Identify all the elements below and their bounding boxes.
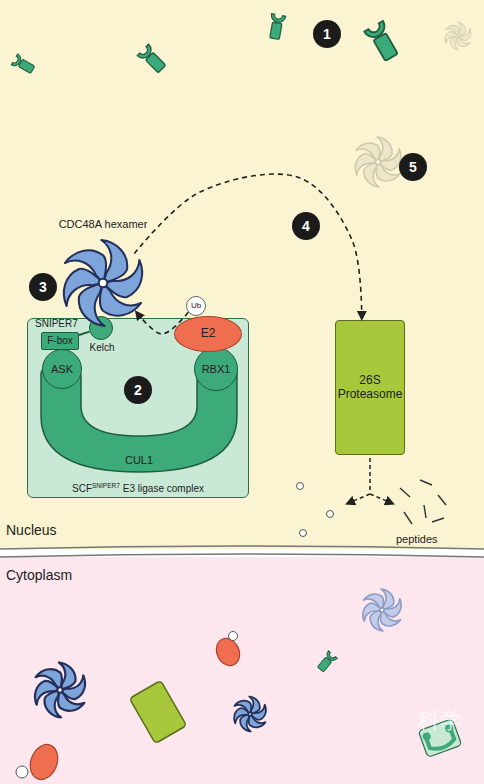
flow-arrow — [370, 494, 394, 504]
sniper-molecule — [267, 14, 285, 40]
nucleus-region: SNIPER7F-boxKelchASKRBX1CUL1E2SCFSNIPER7… — [0, 0, 484, 549]
cytoplasm-region: Cytoplasm — [0, 557, 484, 784]
domain-label: Kelch — [70, 342, 134, 354]
fbox-domain: SNIPER7F-box — [41, 332, 79, 350]
protein-name: CDC48A hexamer — [30, 218, 176, 231]
faded-hexamer — [358, 589, 406, 631]
proteasome-box: 26S Proteasome — [335, 320, 405, 455]
subunit-label: ASK — [43, 350, 81, 388]
hexamer — [230, 697, 270, 732]
callout-number: 3 — [29, 273, 57, 301]
hexamer — [28, 663, 91, 718]
ubiquitin-circle: Ub — [186, 296, 206, 316]
flow-arrow — [136, 311, 189, 334]
proteasome — [129, 680, 186, 743]
hexamer-shape — [60, 240, 146, 326]
complex-caption: E3 ligase complex — [123, 483, 204, 494]
nuclear-membrane — [0, 546, 484, 549]
ubiquitin-free — [297, 483, 304, 490]
region-label: Nucleus — [6, 522, 57, 538]
nuclear-membrane — [0, 554, 484, 557]
e2-enzyme — [26, 741, 63, 784]
ubiquitin-label: Ub — [187, 297, 205, 315]
callout-number: 5 — [399, 153, 427, 181]
callout-number: 2 — [124, 376, 152, 404]
flow-arrow — [346, 494, 370, 504]
flow-line — [369, 458, 371, 492]
proteasome-label: 26S Proteasome — [336, 321, 404, 454]
ubiquitin — [16, 766, 28, 778]
sniper-molecule — [364, 21, 401, 63]
peptide-fragments — [400, 480, 446, 524]
watermark: 科学 — [418, 706, 462, 736]
cdc48a-hexamer: CDC48A hexamer — [60, 240, 146, 326]
ubiquitin — [229, 632, 238, 641]
complex-name: SCF — [72, 483, 92, 494]
caption-line: SCFSNIPER7E3 ligase complex — [28, 482, 248, 494]
sniper-molecule — [316, 651, 337, 673]
domain-link — [79, 332, 90, 335]
complex-superscript: SNIPER7 — [92, 482, 120, 489]
e3-ligase-complex: SNIPER7F-boxKelchASKRBX1CUL1E2SCFSNIPER7… — [27, 318, 249, 498]
e2-enzyme — [212, 635, 244, 670]
rbx1-subunit: RBX1 — [194, 347, 238, 391]
subunit-label: RBX1 — [195, 348, 237, 390]
region-label: Cytoplasm — [6, 567, 72, 583]
flow-arrow — [134, 174, 361, 320]
output-label: peptides — [396, 533, 438, 545]
ubiquitin-free — [300, 530, 307, 537]
callout-number: 4 — [292, 212, 320, 240]
sniper-molecule — [137, 44, 168, 75]
faded-hexamer — [349, 137, 406, 187]
sniper-molecule — [11, 54, 35, 75]
ask-subunit: ASK — [42, 349, 82, 389]
faded-hexamer — [442, 22, 474, 50]
ubiquitin-free — [327, 511, 334, 518]
hexamer-outline — [54, 240, 153, 326]
enzyme-label: E2 — [175, 317, 241, 351]
domain-label: F-box — [42, 333, 78, 349]
e2-enzyme: E2 — [174, 316, 242, 352]
subunit-label: CUL1 — [37, 454, 241, 467]
callout-number: 1 — [313, 20, 341, 48]
